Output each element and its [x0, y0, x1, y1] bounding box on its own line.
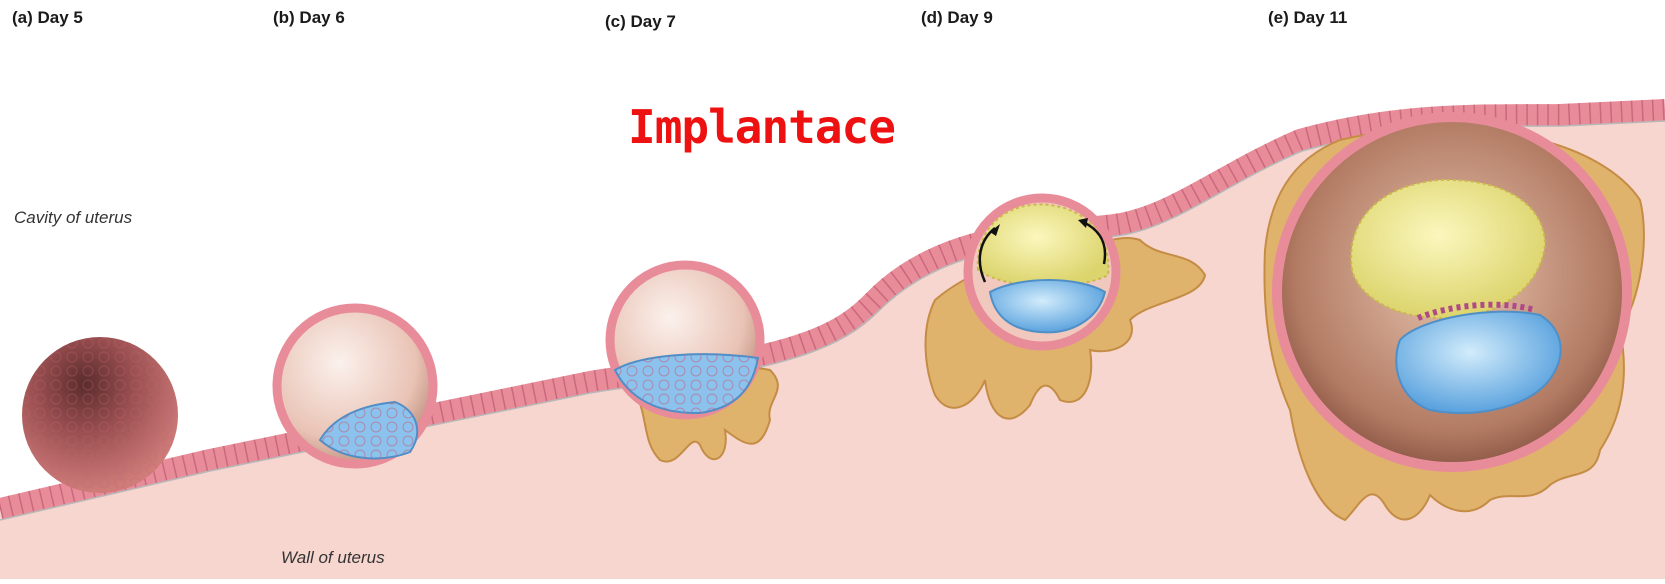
- blastocyst-day9: [968, 198, 1116, 346]
- blastocyst-day11: [1277, 117, 1627, 467]
- wall-of-uterus-label: Wall of uterus: [281, 548, 385, 568]
- stage-label-day11: (e) Day 11: [1268, 8, 1347, 28]
- stage-label-day9: (d) Day 9: [921, 8, 993, 28]
- morula-day5: [22, 337, 178, 493]
- stage-label-day5: (a) Day 5: [12, 8, 83, 28]
- blastocyst-day7: [610, 265, 760, 415]
- stage-label-day7: (c) Day 7: [605, 12, 676, 32]
- cavity-of-uterus-label: Cavity of uterus: [14, 208, 132, 228]
- diagram-title: Implantace: [628, 100, 895, 154]
- blastocyst-day6: [277, 308, 433, 464]
- stage-label-day6: (b) Day 6: [273, 8, 345, 28]
